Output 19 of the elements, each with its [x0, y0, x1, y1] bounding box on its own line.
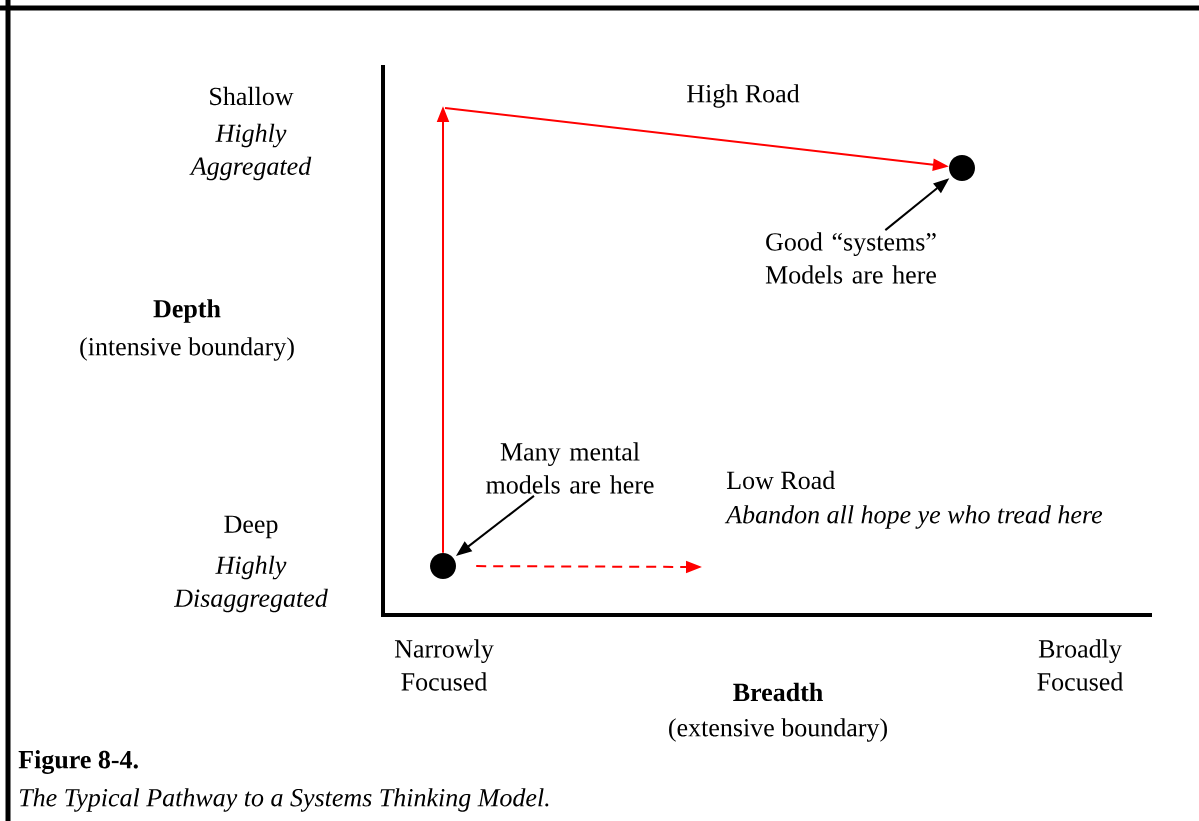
axis-label: (intensive boundary)	[80, 337, 294, 361]
dot	[430, 553, 456, 579]
note-text: Low Road	[726, 470, 835, 490]
callout-text: Many mental models are here	[486, 442, 654, 494]
axis-label: Highly Aggregated	[189, 123, 312, 181]
axis-label: Breadth	[733, 682, 823, 702]
axis-label: (extensive boundary)	[669, 718, 887, 742]
dot	[949, 155, 975, 181]
axis-label: Narrowly Focused	[394, 639, 494, 691]
axis-label: Deep	[224, 515, 278, 539]
axis-label: Highly Disaggregated	[173, 555, 328, 613]
figure-title: Figure 8-4.	[18, 750, 138, 774]
note-text: Abandon all hope ye who tread here	[724, 505, 1103, 529]
axis-label: Shallow	[210, 86, 294, 106]
axis-label: Depth	[153, 299, 221, 323]
figure-caption: The Typical Pathway to a Systems Thinking Model.	[19, 788, 549, 812]
axis-label: Broadly Focused	[1037, 639, 1123, 691]
edge-label: High Road	[687, 84, 800, 108]
callout-text: Good “systems” Models are here	[765, 232, 936, 284]
